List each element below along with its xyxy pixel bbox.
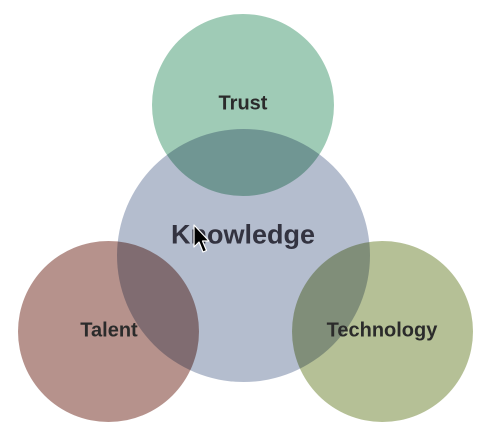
technology-label: Technology xyxy=(326,319,438,342)
talent-label: Talent xyxy=(80,319,138,342)
talent-circle xyxy=(18,241,199,422)
mouse-pointer-icon xyxy=(193,224,210,253)
trust-circle xyxy=(152,14,334,196)
technology-circle xyxy=(292,241,473,422)
trust-label: Trust xyxy=(218,92,268,115)
